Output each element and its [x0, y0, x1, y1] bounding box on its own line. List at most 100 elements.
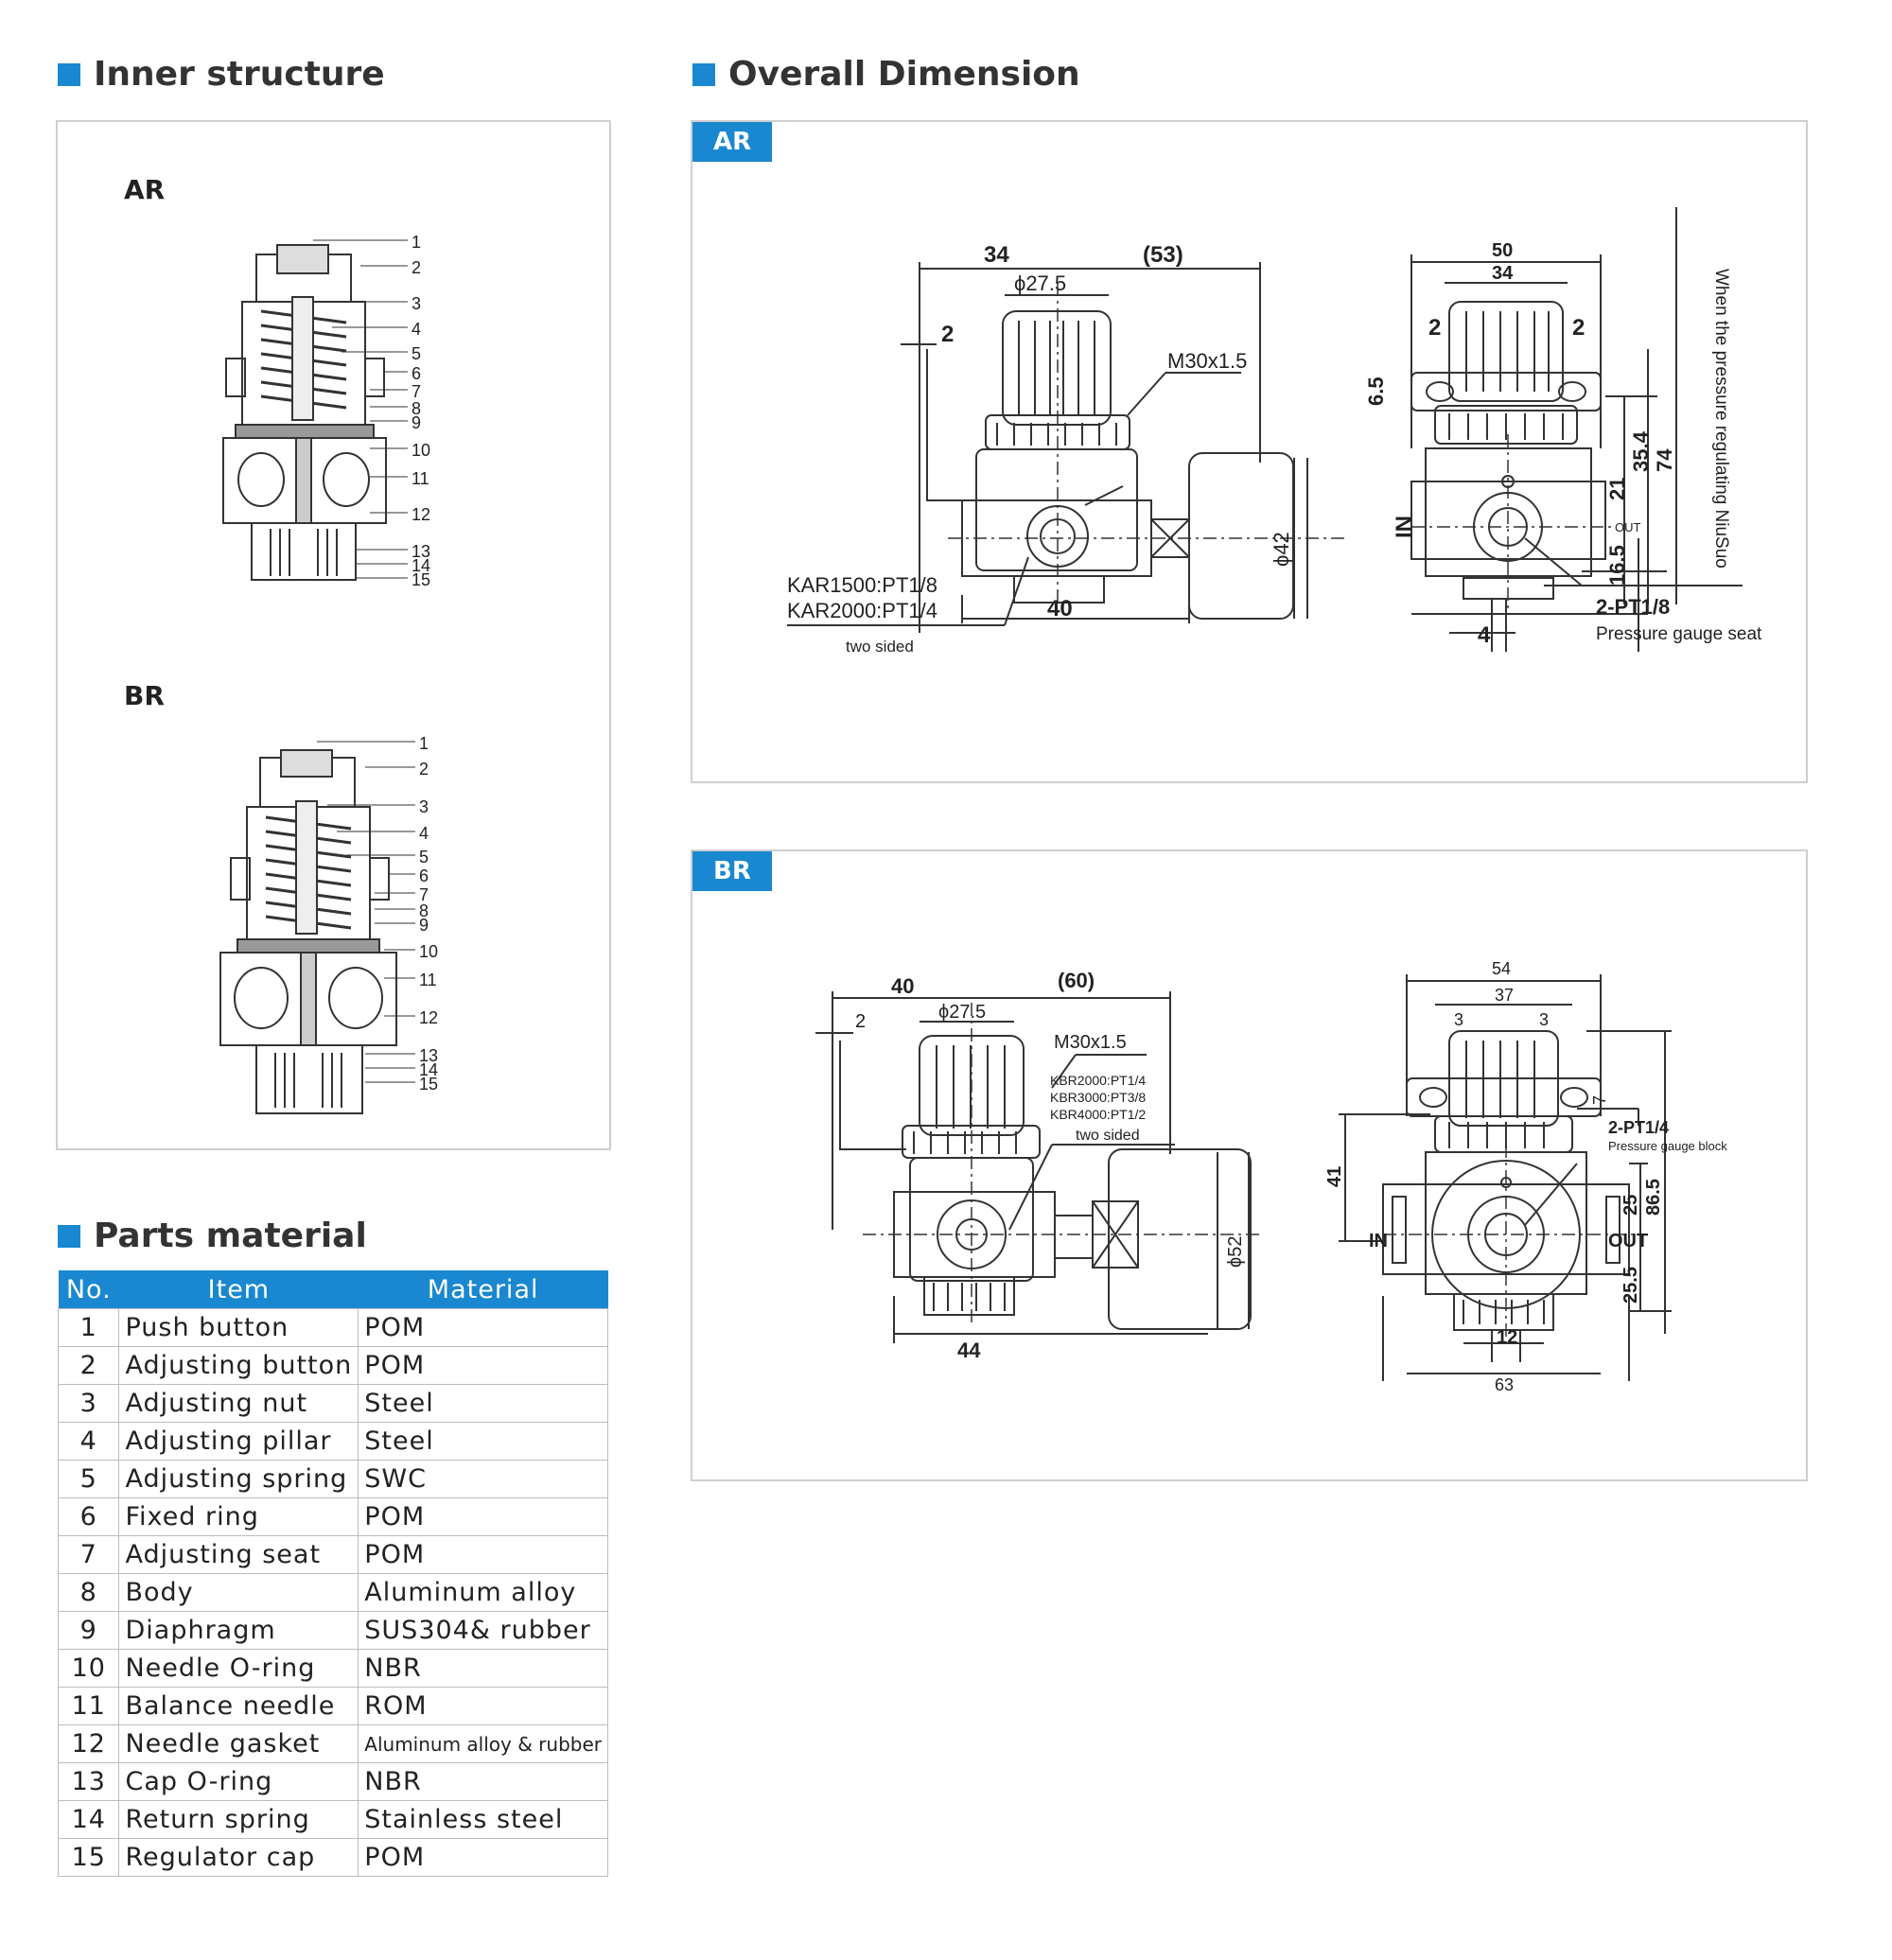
br-side-view: [815, 991, 1260, 1343]
br-dim-phi52: ϕ52: [1225, 1236, 1246, 1268]
row-item: Adjusting seat: [118, 1535, 359, 1574]
row-item: Diaphragm: [118, 1611, 359, 1650]
row-material: Steel: [358, 1422, 608, 1461]
inner-structure-drawings: 1 2 3 4 5 6 7 8 9 10 11 12 13 14 15: [219, 233, 438, 1114]
section-marker-icon: [692, 62, 715, 86]
br-kbr3000: KBR3000:PT3/8: [1050, 1090, 1146, 1105]
row-material: Steel: [358, 1384, 608, 1423]
br-kbr2000: KBR2000:PT1/4: [1050, 1073, 1146, 1088]
row-material: POM: [358, 1497, 608, 1536]
parts-table-header: No. Item Material: [58, 1270, 608, 1309]
br-dim-60: (60): [1058, 969, 1095, 992]
ar-callout-6: 6: [412, 364, 421, 383]
br-in-label: IN: [1369, 1231, 1388, 1251]
overall-dimension-title: Overall Dimension: [692, 55, 1080, 94]
br-callout-14: 14: [419, 1060, 438, 1079]
br-dimension-drawing: 40 (60) ϕ27.5 2 M30x1.5 KBR2000:PT1/4 KB…: [815, 959, 1727, 1394]
row-material: Aluminum alloy: [358, 1573, 608, 1612]
ar-dim-2r: 2: [1572, 315, 1585, 341]
row-item: Balance needle: [118, 1687, 359, 1725]
ar-dim-4: 4: [1478, 622, 1491, 648]
row-material: SWC: [358, 1460, 608, 1498]
br-pt14: 2-PT1/4: [1608, 1118, 1669, 1137]
ar-callout-15: 15: [412, 570, 430, 589]
br-dim-44: 44: [957, 1339, 981, 1362]
ar-pt18: 2-PT1/8: [1596, 595, 1670, 619]
ar-callout-3: 3: [412, 294, 421, 313]
row-no: 9: [57, 1611, 120, 1650]
br-dimension-tag: BR: [692, 851, 772, 891]
row-item: Adjusting nut: [118, 1384, 359, 1423]
ar-dim-165: 16.5: [1605, 545, 1629, 586]
header-material: Material: [358, 1270, 608, 1309]
row-item: Return spring: [118, 1800, 359, 1839]
br-callout-5: 5: [419, 848, 429, 866]
row-material: ROM: [358, 1687, 608, 1725]
row-no: 5: [57, 1460, 120, 1498]
ar-side-view: [787, 262, 1345, 633]
br-callout-2: 2: [419, 760, 429, 779]
br-kbr4000: KBR4000:PT1/2: [1050, 1107, 1146, 1122]
ar-callout-4: 4: [412, 320, 421, 339]
br-gauge-block: Pressure gauge block: [1608, 1139, 1727, 1153]
br-dim-3l: 3: [1454, 1010, 1463, 1029]
ar-dim-34b: 34: [1492, 263, 1514, 284]
ar-dim-354: 35.4: [1629, 430, 1653, 472]
ar-dim-phi275: ϕ27.5: [1014, 271, 1066, 295]
ar-callout-7: 7: [412, 382, 421, 401]
ar-dimension-tag: AR: [692, 122, 773, 162]
br-callout-7: 7: [419, 885, 429, 904]
ar-callout-9: 9: [412, 413, 421, 432]
row-item: Adjusting pillar: [118, 1422, 359, 1461]
br-dim-25: 25: [1620, 1195, 1641, 1216]
header-item: Item: [118, 1270, 359, 1309]
row-no: 15: [57, 1838, 120, 1877]
br-side-labels: 40 (60) ϕ27.5 2 M30x1.5 KBR2000:PT1/4 KB…: [855, 969, 1246, 1362]
br-dim-37: 37: [1495, 986, 1514, 1005]
ar-dim-2: 2: [941, 322, 954, 347]
row-material: POM: [358, 1346, 608, 1385]
ar-cross-section: [222, 244, 387, 581]
ar-dimension-drawing: 34 (53) ϕ27.5 2 M30x1.5 KAR1500:PT1/8 KA…: [787, 207, 1762, 656]
ar-callout-2: 2: [412, 258, 421, 277]
br-callout-1: 1: [419, 734, 429, 753]
br-two-sided: two sided: [1076, 1128, 1140, 1144]
ar-m30: M30x1.5: [1167, 349, 1247, 373]
br-out-label: OUT: [1608, 1231, 1648, 1251]
ar-callout-10: 10: [412, 441, 430, 460]
row-no: 14: [57, 1800, 120, 1839]
ar-dim-65: 6.5: [1364, 376, 1388, 406]
ar-callout-12: 12: [412, 505, 430, 524]
br-callout-9: 9: [419, 916, 429, 935]
row-item: Adjusting spring: [118, 1460, 359, 1498]
row-no: 6: [57, 1497, 120, 1536]
row-no: 7: [57, 1535, 120, 1574]
parts-material-title: Parts material: [58, 1216, 367, 1255]
inner-structure-title: Inner structure: [58, 55, 385, 94]
ar-gauge-seat: Pressure gauge seat: [1596, 624, 1762, 644]
ar-inner-label: AR: [124, 174, 166, 205]
ar-dimension-panel: AR: [691, 120, 1808, 783]
overall-dimension-title-text: Overall Dimension: [728, 55, 1080, 94]
br-callout-13: 13: [419, 1046, 438, 1065]
br-inner-label: BR: [124, 680, 165, 711]
ar-callout-11: 11: [412, 469, 429, 488]
ar-dim-53: (53): [1143, 242, 1183, 268]
br-dim-phi275: ϕ27.5: [938, 1002, 986, 1023]
ar-callout-14: 14: [412, 556, 430, 575]
ar-kar2000: KAR2000:PT1/4: [787, 599, 937, 622]
ar-out-label: OUT: [1615, 520, 1641, 534]
row-material: NBR: [358, 1762, 608, 1801]
br-dim-63: 63: [1495, 1375, 1514, 1394]
row-item: Regulator cap: [118, 1838, 359, 1877]
row-no: 4: [57, 1422, 120, 1461]
